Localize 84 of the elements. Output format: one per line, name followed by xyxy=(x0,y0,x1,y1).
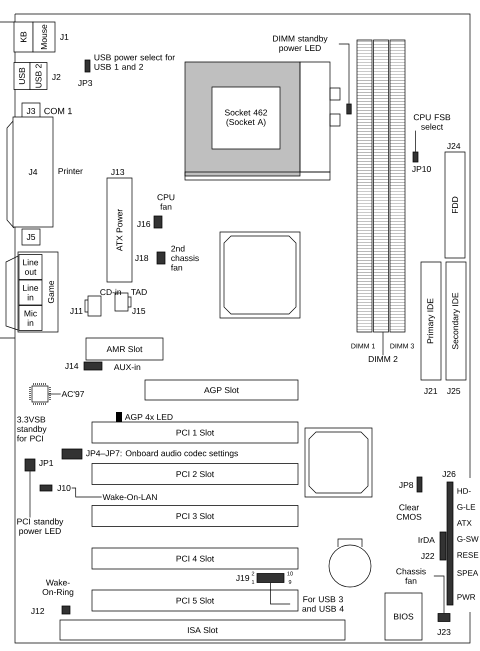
jumper xyxy=(24,458,36,472)
expansion-slot: PCI 1 Slot xyxy=(92,422,298,444)
callout-text: Chassis fan xyxy=(396,568,426,584)
callout-text: AC'97 xyxy=(62,391,84,397)
label: TAD xyxy=(131,289,147,295)
leader-line xyxy=(434,576,444,614)
expansion-slot: PCI 4 Slot xyxy=(92,548,298,570)
label: G-LE xyxy=(457,504,476,510)
expansion-slot: AGP Slot xyxy=(144,380,298,400)
label: J22 xyxy=(420,553,434,559)
cpu-socket: Socket 462 (Socket A) xyxy=(184,62,340,180)
callout-text: Wake-On-LAN xyxy=(102,494,157,500)
label: USB power select for USB 1 and 2 xyxy=(94,54,175,70)
drive-connector: Secondary IDE xyxy=(446,262,466,380)
label: 2nd chassis fan xyxy=(170,245,199,271)
fan-header xyxy=(438,613,450,622)
drive-connector: Primary IDE xyxy=(420,262,442,380)
port-box: Line out xyxy=(18,254,42,280)
label: IrDA xyxy=(418,537,435,543)
label: J26 xyxy=(442,471,456,477)
leader-line xyxy=(415,130,416,152)
label: CPU fan xyxy=(157,194,174,210)
callout-text: PCI standby power LED xyxy=(17,518,64,536)
label: J15 xyxy=(132,308,146,314)
leader-line xyxy=(270,582,290,604)
port-box: Line in xyxy=(18,280,42,306)
callout-text: CPU FSB select xyxy=(414,114,450,130)
label: JP10 xyxy=(412,166,431,172)
label: AUX-in xyxy=(114,364,140,370)
expansion-slot: PCI 3 Slot xyxy=(92,505,298,527)
memory-slot xyxy=(390,40,406,332)
label: ATX xyxy=(456,520,472,526)
label: J12 xyxy=(30,608,44,614)
label: J11 xyxy=(70,308,82,314)
expansion-slot: PCI 2 Slot xyxy=(92,463,298,485)
chip xyxy=(304,428,372,498)
label: COM 1 xyxy=(44,108,72,114)
label: G-SW xyxy=(457,536,479,542)
power-connector: ATX Power xyxy=(106,178,132,282)
leader-line xyxy=(338,44,350,104)
leader-line xyxy=(71,488,102,498)
label: Clear CMOS xyxy=(396,504,422,520)
label: Printer xyxy=(58,168,83,174)
drive-connector: FDD xyxy=(444,152,466,258)
memory-slot xyxy=(356,40,372,332)
label: JP8 xyxy=(398,482,414,488)
callout-text: DIMM standby power LED xyxy=(273,35,328,53)
expansion-slot: AMR Slot xyxy=(86,338,164,360)
expansion-slot: PCI 5 Slot xyxy=(92,590,298,612)
label: J21 xyxy=(424,388,438,394)
expansion-slot: ISA Slot xyxy=(60,620,346,640)
label: RESE xyxy=(458,552,478,558)
led xyxy=(346,104,352,114)
label: Wake-On-Ring xyxy=(42,579,74,597)
pin-header xyxy=(256,573,284,583)
label: AGP 4x LED xyxy=(124,414,173,420)
leader-line xyxy=(382,332,384,356)
connector-label: J10 xyxy=(57,485,71,491)
label: J19 xyxy=(236,575,250,581)
bios-chip: BIOS xyxy=(384,592,422,640)
port-box: USB 2 xyxy=(30,62,48,90)
label: SPEA xyxy=(457,570,478,576)
port-box: Mouse xyxy=(32,22,56,52)
port-box: J4 xyxy=(12,116,54,228)
port-box: KB xyxy=(14,22,34,52)
port-box: J5 xyxy=(22,228,40,246)
port-box: USB xyxy=(14,62,30,90)
label: J14 xyxy=(64,363,78,369)
port-box: Mic in xyxy=(18,305,42,331)
label: J23 xyxy=(437,629,450,635)
callout-text: DIMM 2 xyxy=(368,356,398,362)
label: J2 xyxy=(52,74,60,80)
label: PWR xyxy=(458,594,476,600)
jumper xyxy=(412,152,418,162)
label: J25 xyxy=(446,388,460,394)
callout-text: For USB 3 and USB 4 xyxy=(302,596,344,612)
codec-chip xyxy=(29,383,51,405)
chip xyxy=(220,232,300,318)
label: 3.3VSB standby for PCI xyxy=(16,416,47,442)
label: HD- xyxy=(458,488,471,494)
label: CD-in xyxy=(100,288,122,296)
memory-slot xyxy=(373,40,389,332)
label: JP4–JP7: Onboard audio codec settings xyxy=(86,450,238,458)
label: JP3 xyxy=(78,80,92,86)
